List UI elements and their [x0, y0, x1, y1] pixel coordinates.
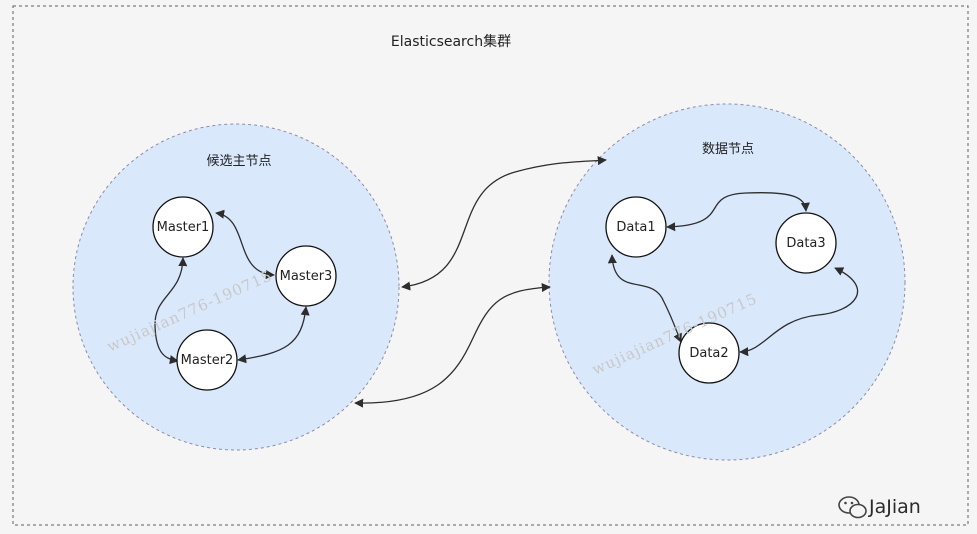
- edge-master3-master2: [237, 306, 310, 364]
- node-master2: Master2: [176, 329, 238, 391]
- node-data1: Data1: [605, 196, 667, 258]
- node-data1-label: Data1: [616, 220, 655, 235]
- node-master3-label: Master3: [280, 269, 333, 284]
- master-group-label: 候选主节点: [206, 154, 271, 169]
- node-master2-label: Master2: [181, 353, 234, 368]
- node-data2-label: Data2: [689, 346, 728, 361]
- cluster-boundary: [12, 5, 969, 526]
- node-master3: Master3: [275, 245, 337, 307]
- edge-data3-data2: [739, 267, 859, 357]
- edge-data1-data3: [666, 192, 810, 232]
- data-group-circle: [548, 103, 906, 461]
- wechat-icon: [838, 496, 867, 519]
- edge-master1-master3: [215, 209, 275, 280]
- data-group-label: 数据节点: [702, 142, 754, 157]
- brand-watermark: JaJian: [868, 496, 921, 518]
- node-data3-label: Data3: [786, 236, 825, 251]
- node-master1-label: Master1: [157, 220, 210, 235]
- node-data2: Data2: [678, 322, 740, 384]
- edge-groups-upper: [401, 156, 607, 291]
- node-data3: Data3: [775, 212, 837, 274]
- node-master1: Master1: [152, 196, 214, 258]
- edge-data1-data2: [607, 254, 682, 343]
- cluster-title: Elasticsearch集群: [391, 33, 511, 50]
- edge-master1-master2: [154, 257, 188, 365]
- edge-groups-lower: [354, 282, 551, 408]
